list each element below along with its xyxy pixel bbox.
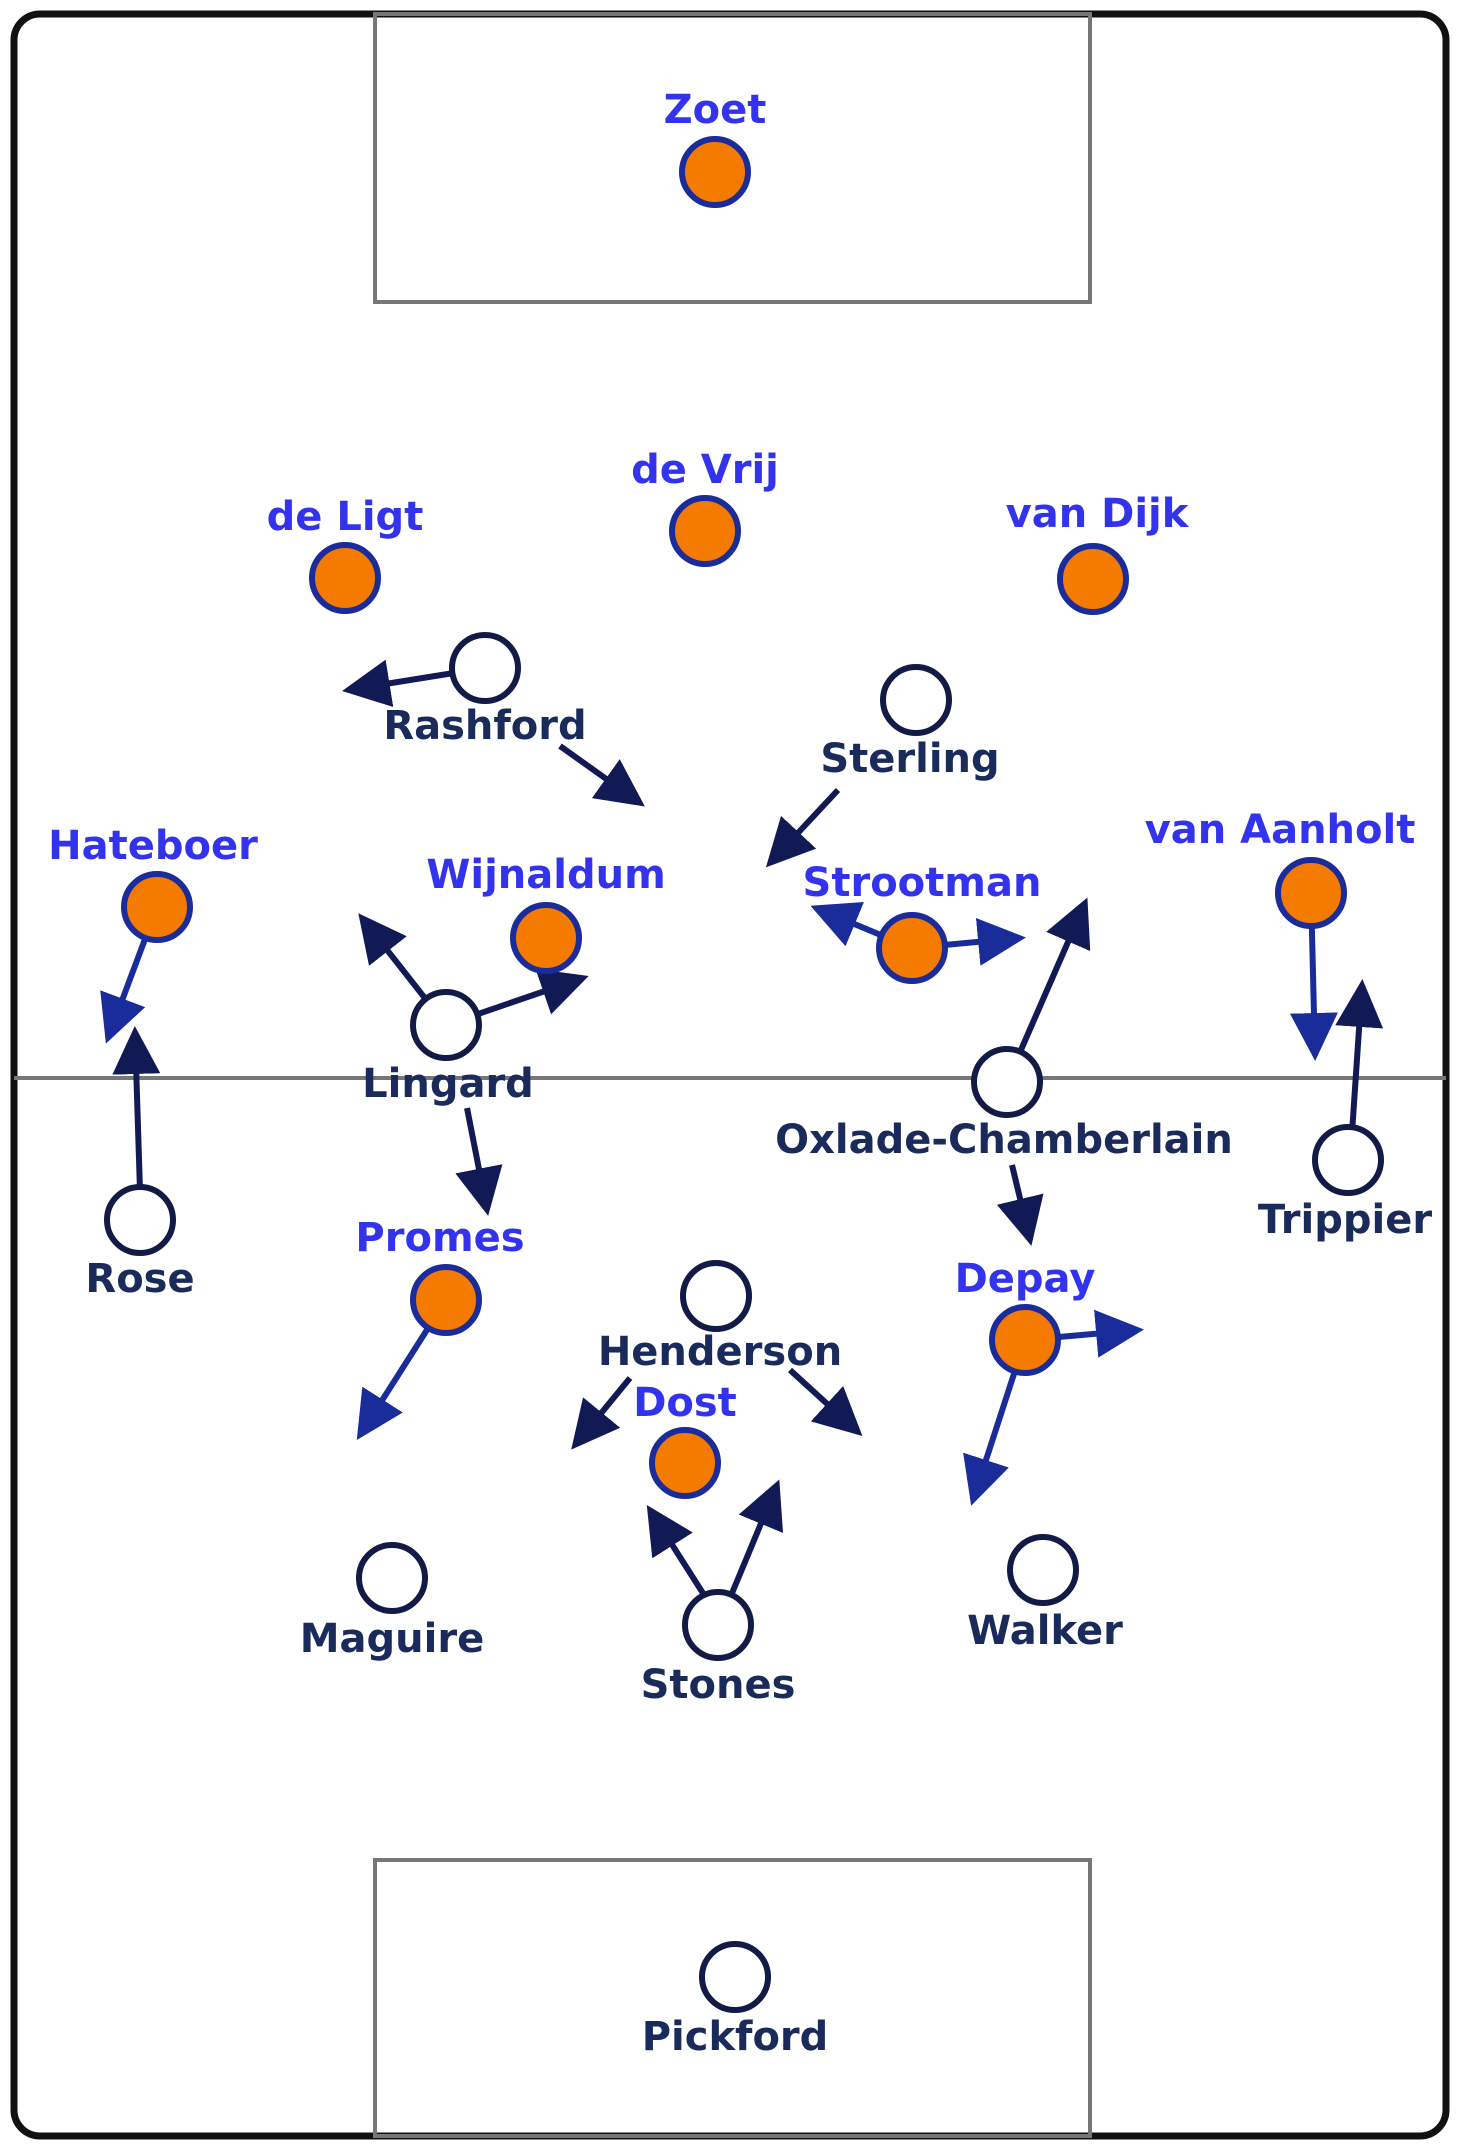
- player-marker[interactable]: [699, 1941, 771, 2013]
- player-name: Pickford: [642, 2014, 829, 2060]
- player-marker[interactable]: [876, 912, 948, 984]
- oxlade-chamberlain-arrow-down: [996, 1164, 1044, 1246]
- player-name: Promes: [355, 1215, 524, 1261]
- netherlands-players: Zoet de Ligt de Vrij van Dijk Hateboer W…: [48, 87, 1416, 1499]
- player-name: de Vrij: [631, 447, 779, 493]
- player-name: Stones: [641, 1662, 796, 1708]
- player-marker[interactable]: [880, 664, 952, 736]
- rose-arrow: [112, 1026, 161, 1192]
- player-marker[interactable]: [309, 542, 381, 614]
- player-name: van Aanholt: [1145, 807, 1416, 853]
- player-marker[interactable]: [680, 1260, 752, 1332]
- player-marker[interactable]: [1275, 857, 1347, 929]
- sterling-arrow: [765, 787, 841, 868]
- player-name: Sterling: [820, 736, 999, 782]
- pitch-markings: [10, 10, 1450, 2140]
- player-name: Walker: [967, 1608, 1123, 1654]
- player-name: Rashford: [383, 703, 586, 749]
- henderson-arrow-left: [571, 1376, 633, 1450]
- player-name: Wijnaldum: [426, 852, 666, 898]
- player-marker[interactable]: [971, 1046, 1043, 1118]
- player-name: Zoet: [664, 87, 767, 133]
- player-marker[interactable]: [410, 1264, 482, 1336]
- player-name: Trippier: [1258, 1197, 1432, 1243]
- player-name: Strootman: [803, 860, 1042, 906]
- player-name: de Ligt: [267, 494, 424, 540]
- player-name: Oxlade-Chamberlain: [775, 1117, 1233, 1163]
- player-name: van Dijk: [1006, 491, 1190, 537]
- player-marker[interactable]: [449, 632, 521, 704]
- bottom-penalty-area: [373, 1858, 1092, 2138]
- player-name: Lingard: [362, 1061, 534, 1107]
- england-players: Rashford Sterling Lingard Oxlade-Chamber…: [85, 632, 1432, 2060]
- pitch-border: [10, 10, 1450, 2140]
- player-marker[interactable]: [356, 1542, 428, 1614]
- stones-arrow-right: [727, 1479, 784, 1600]
- player-marker[interactable]: [410, 989, 482, 1061]
- player-marker[interactable]: [1007, 1534, 1079, 1606]
- player-name: Dost: [633, 1380, 737, 1426]
- lingard-arrow-down: [455, 1107, 503, 1216]
- trippier-arrow: [1335, 979, 1384, 1134]
- top-penalty-area: [373, 12, 1092, 304]
- player-name: Henderson: [598, 1329, 842, 1375]
- player-marker[interactable]: [682, 1589, 754, 1661]
- rashford-arrow-diag: [558, 743, 645, 807]
- player-marker[interactable]: [510, 902, 582, 974]
- player-marker[interactable]: [669, 495, 741, 567]
- player-marker[interactable]: [989, 1304, 1061, 1376]
- player-marker[interactable]: [121, 871, 193, 943]
- player-name: Hateboer: [48, 823, 258, 869]
- player-name: Depay: [955, 1256, 1096, 1302]
- player-marker[interactable]: [1057, 543, 1129, 615]
- player-name: Rose: [85, 1256, 194, 1302]
- player-marker[interactable]: [649, 1427, 721, 1499]
- henderson-arrow-right: [787, 1367, 863, 1437]
- player-marker[interactable]: [104, 1184, 176, 1256]
- player-name: Maguire: [300, 1616, 484, 1662]
- player-marker[interactable]: [1312, 1124, 1384, 1196]
- player-marker[interactable]: [679, 136, 751, 208]
- stones-arrow-left: [646, 1504, 709, 1600]
